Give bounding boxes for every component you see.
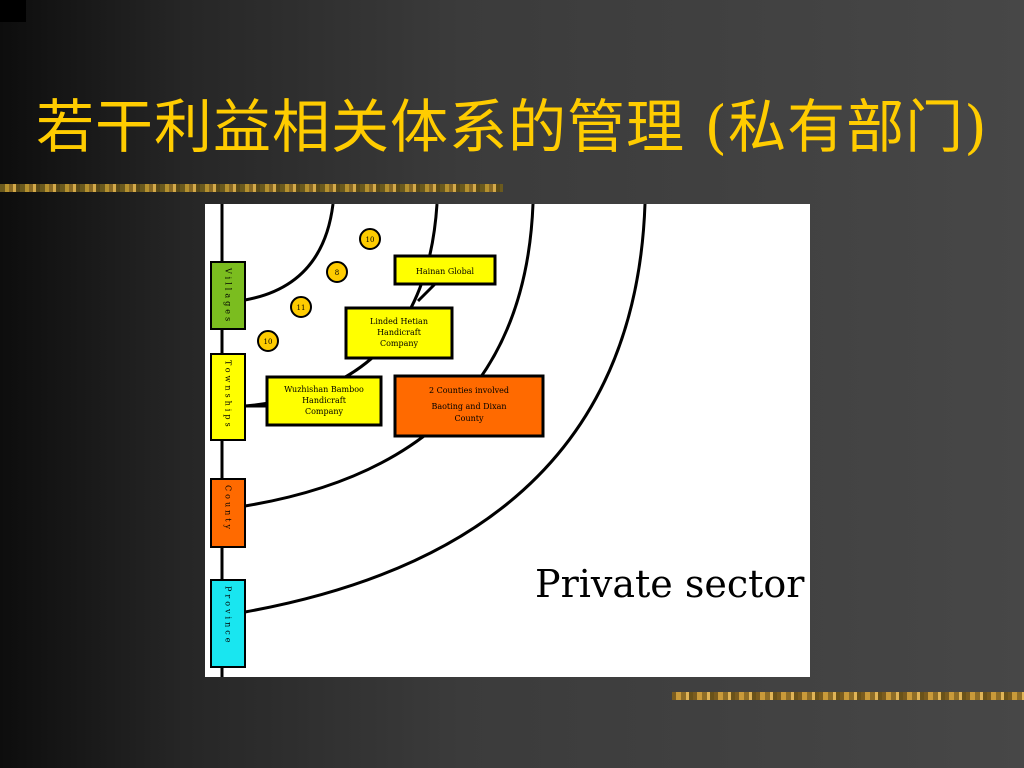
arc-villages (244, 204, 335, 302)
level-county-label: County (224, 485, 233, 532)
box-counties-line-1: 2 Counties involved (429, 386, 509, 395)
bottom-decor-line (672, 692, 1024, 700)
level-county: County (210, 478, 246, 548)
slide-title: 若干利益相关体系的管理 (私有部门) (36, 93, 988, 161)
box-wuzhishan-line-1: Wuzhishan Bamboo (284, 385, 364, 394)
level-townships-label: Townships (224, 360, 233, 430)
connector-hainan (416, 282, 437, 303)
box-linded-hetian: Linded Hetian Handicraft Company (344, 306, 454, 360)
box-wuzhishan-line-3: Company (305, 407, 344, 416)
badge-4: 10 (257, 330, 279, 352)
box-linded-line-1: Linded Hetian (370, 317, 428, 326)
badge-4-number: 10 (264, 338, 273, 346)
badge-2: 8 (326, 261, 348, 283)
diagram-canvas: Villages Townships County Province 10 8 … (210, 204, 805, 677)
level-townships: Townships (210, 353, 246, 441)
box-linded-line-2: Handicraft (377, 328, 422, 337)
level-villages: Villages (210, 261, 246, 330)
badge-3: 11 (290, 296, 312, 318)
corner-mark (0, 0, 26, 22)
box-counties-line-2: Baoting and Dixan (431, 402, 506, 411)
box-hainan-global: Hainan Global (393, 254, 497, 286)
box-wuzhishan-bamboo: Wuzhishan Bamboo Handicraft Company (265, 375, 383, 427)
badge-1-number: 10 (366, 236, 375, 244)
box-hainan-line-1: Hainan Global (416, 267, 475, 276)
box-wuzhishan-line-2: Handicraft (302, 396, 347, 405)
level-villages-label: Villages (224, 267, 233, 324)
box-linded-line-3: Company (380, 339, 419, 348)
level-province-label: Province (224, 586, 233, 645)
sector-label: Private sector (535, 562, 805, 606)
badge-2-number: 8 (335, 269, 339, 277)
level-province: Province (210, 579, 246, 668)
box-counties-line-3: County (455, 414, 484, 423)
title-underline (0, 184, 503, 192)
arc-province (244, 204, 647, 614)
badge-3-number: 11 (297, 304, 306, 312)
badge-1: 10 (359, 228, 381, 250)
stakeholder-diagram: Villages Townships County Province 10 8 … (205, 204, 810, 677)
box-two-counties: 2 Counties involved Baoting and Dixan Co… (393, 374, 545, 438)
